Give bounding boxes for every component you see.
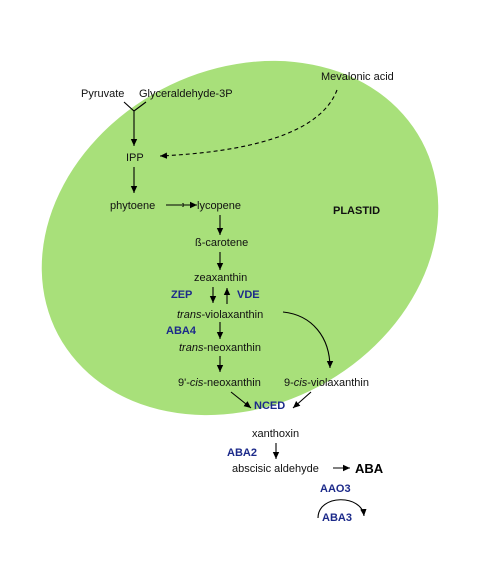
lycopene-node: lycopene bbox=[197, 200, 241, 212]
arrow-cis-neoxanthin-nced bbox=[230, 391, 252, 409]
plastid-label: PLASTID bbox=[333, 205, 380, 217]
pyruvate-node: Pyruvate bbox=[81, 88, 124, 100]
aba3-cycle-arrow bbox=[317, 499, 367, 519]
arrow-phytoene-lycopene bbox=[166, 203, 197, 207]
beta-carotene-node: ß-carotene bbox=[195, 237, 248, 249]
abscisic-aldehyde-node: abscisic aldehyde bbox=[232, 463, 319, 475]
nced-enzyme: NCED bbox=[254, 400, 285, 412]
arrow-to-cis-violaxanthin bbox=[282, 311, 334, 369]
zeaxanthin-node: zeaxanthin bbox=[194, 272, 247, 284]
aao3-enzyme: AAO3 bbox=[320, 483, 351, 495]
cis-violaxanthin-node: 9-cis-violaxanthin bbox=[284, 377, 369, 389]
aba2-enzyme: ABA2 bbox=[227, 447, 257, 459]
merge-connector bbox=[123, 101, 147, 122]
aba-node: ABA bbox=[355, 461, 384, 476]
mevalonic-acid-node: Mevalonic acid bbox=[321, 71, 394, 83]
trans-neoxanthin-node: trans-neoxanthin bbox=[179, 342, 261, 354]
plastid-region bbox=[41, 60, 439, 416]
cis-neoxanthin-node: 9'-cis-neoxanthin bbox=[178, 377, 261, 389]
glyceraldehyde-3p-node: Glyceraldehyde-3P bbox=[139, 88, 233, 100]
trans-violaxanthin-node: trans-violaxanthin bbox=[177, 309, 263, 321]
mevalonic-arrow bbox=[159, 89, 338, 159]
aba4-enzyme: ABA4 bbox=[166, 325, 197, 337]
vde-enzyme: VDE bbox=[237, 289, 260, 301]
phytoene-node: phytoene bbox=[110, 200, 155, 212]
aba3-enzyme: ABA3 bbox=[322, 512, 352, 524]
arrow-cis-violaxanthin-nced bbox=[292, 391, 312, 409]
zep-enzyme: ZEP bbox=[171, 289, 192, 301]
ipp-node: IPP bbox=[126, 152, 144, 164]
xanthoxin-node: xanthoxin bbox=[252, 428, 299, 440]
